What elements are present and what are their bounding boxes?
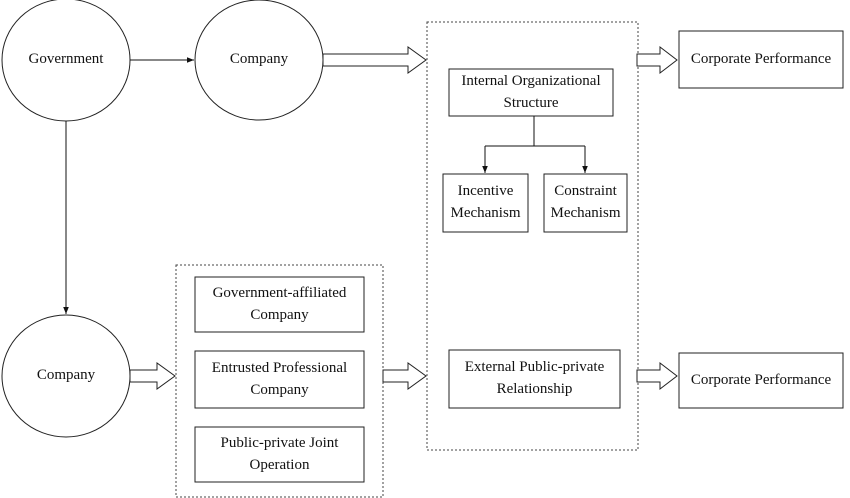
- block-arrow-company-to-types: [129, 362, 176, 390]
- entrusted-professional-label: Entrusted Professional Company: [211, 359, 348, 398]
- public-private-joint-box: [194, 426, 365, 483]
- performance-bottom-label: Corporate Performance: [690, 371, 832, 388]
- gov-affiliated-box: [194, 276, 365, 333]
- company-top-label: Company: [229, 51, 289, 68]
- block-arrow-mechanism-to-performance-top: [636, 45, 678, 75]
- mechanism-container: [426, 21, 639, 451]
- constraint-label: Constraint Mechanism: [550, 183, 621, 221]
- government-label: Government: [28, 51, 104, 68]
- incentive-box: [442, 173, 529, 233]
- company-bottom-label: Company: [36, 367, 96, 384]
- block-arrow-types-to-mechanism: [382, 362, 427, 390]
- internal-structure-box: [448, 68, 614, 117]
- external-relationship-box: [448, 349, 621, 409]
- block-arrow-mechanism-to-performance-bottom: [636, 361, 678, 391]
- gov-affiliated-label: Government-affiliated Company: [212, 284, 347, 323]
- company-types-container: [175, 264, 384, 498]
- block-arrow-company-to-mechanism: [322, 46, 427, 74]
- constraint-box: [543, 173, 628, 233]
- branch-connector: [485, 116, 585, 147]
- public-private-joint-label: Public-private Joint Operation: [220, 434, 339, 473]
- incentive-label: Incentive Mechanism: [450, 183, 521, 221]
- performance-top-label: Corporate Performance: [690, 50, 832, 67]
- performance-bottom-box: [678, 352, 844, 409]
- internal-structure-label: Internal Organizational Structure: [461, 72, 601, 111]
- entrusted-professional-box: [194, 350, 365, 409]
- performance-top-box: [678, 30, 844, 89]
- external-relationship-label: External Public-private Relationship: [464, 359, 605, 397]
